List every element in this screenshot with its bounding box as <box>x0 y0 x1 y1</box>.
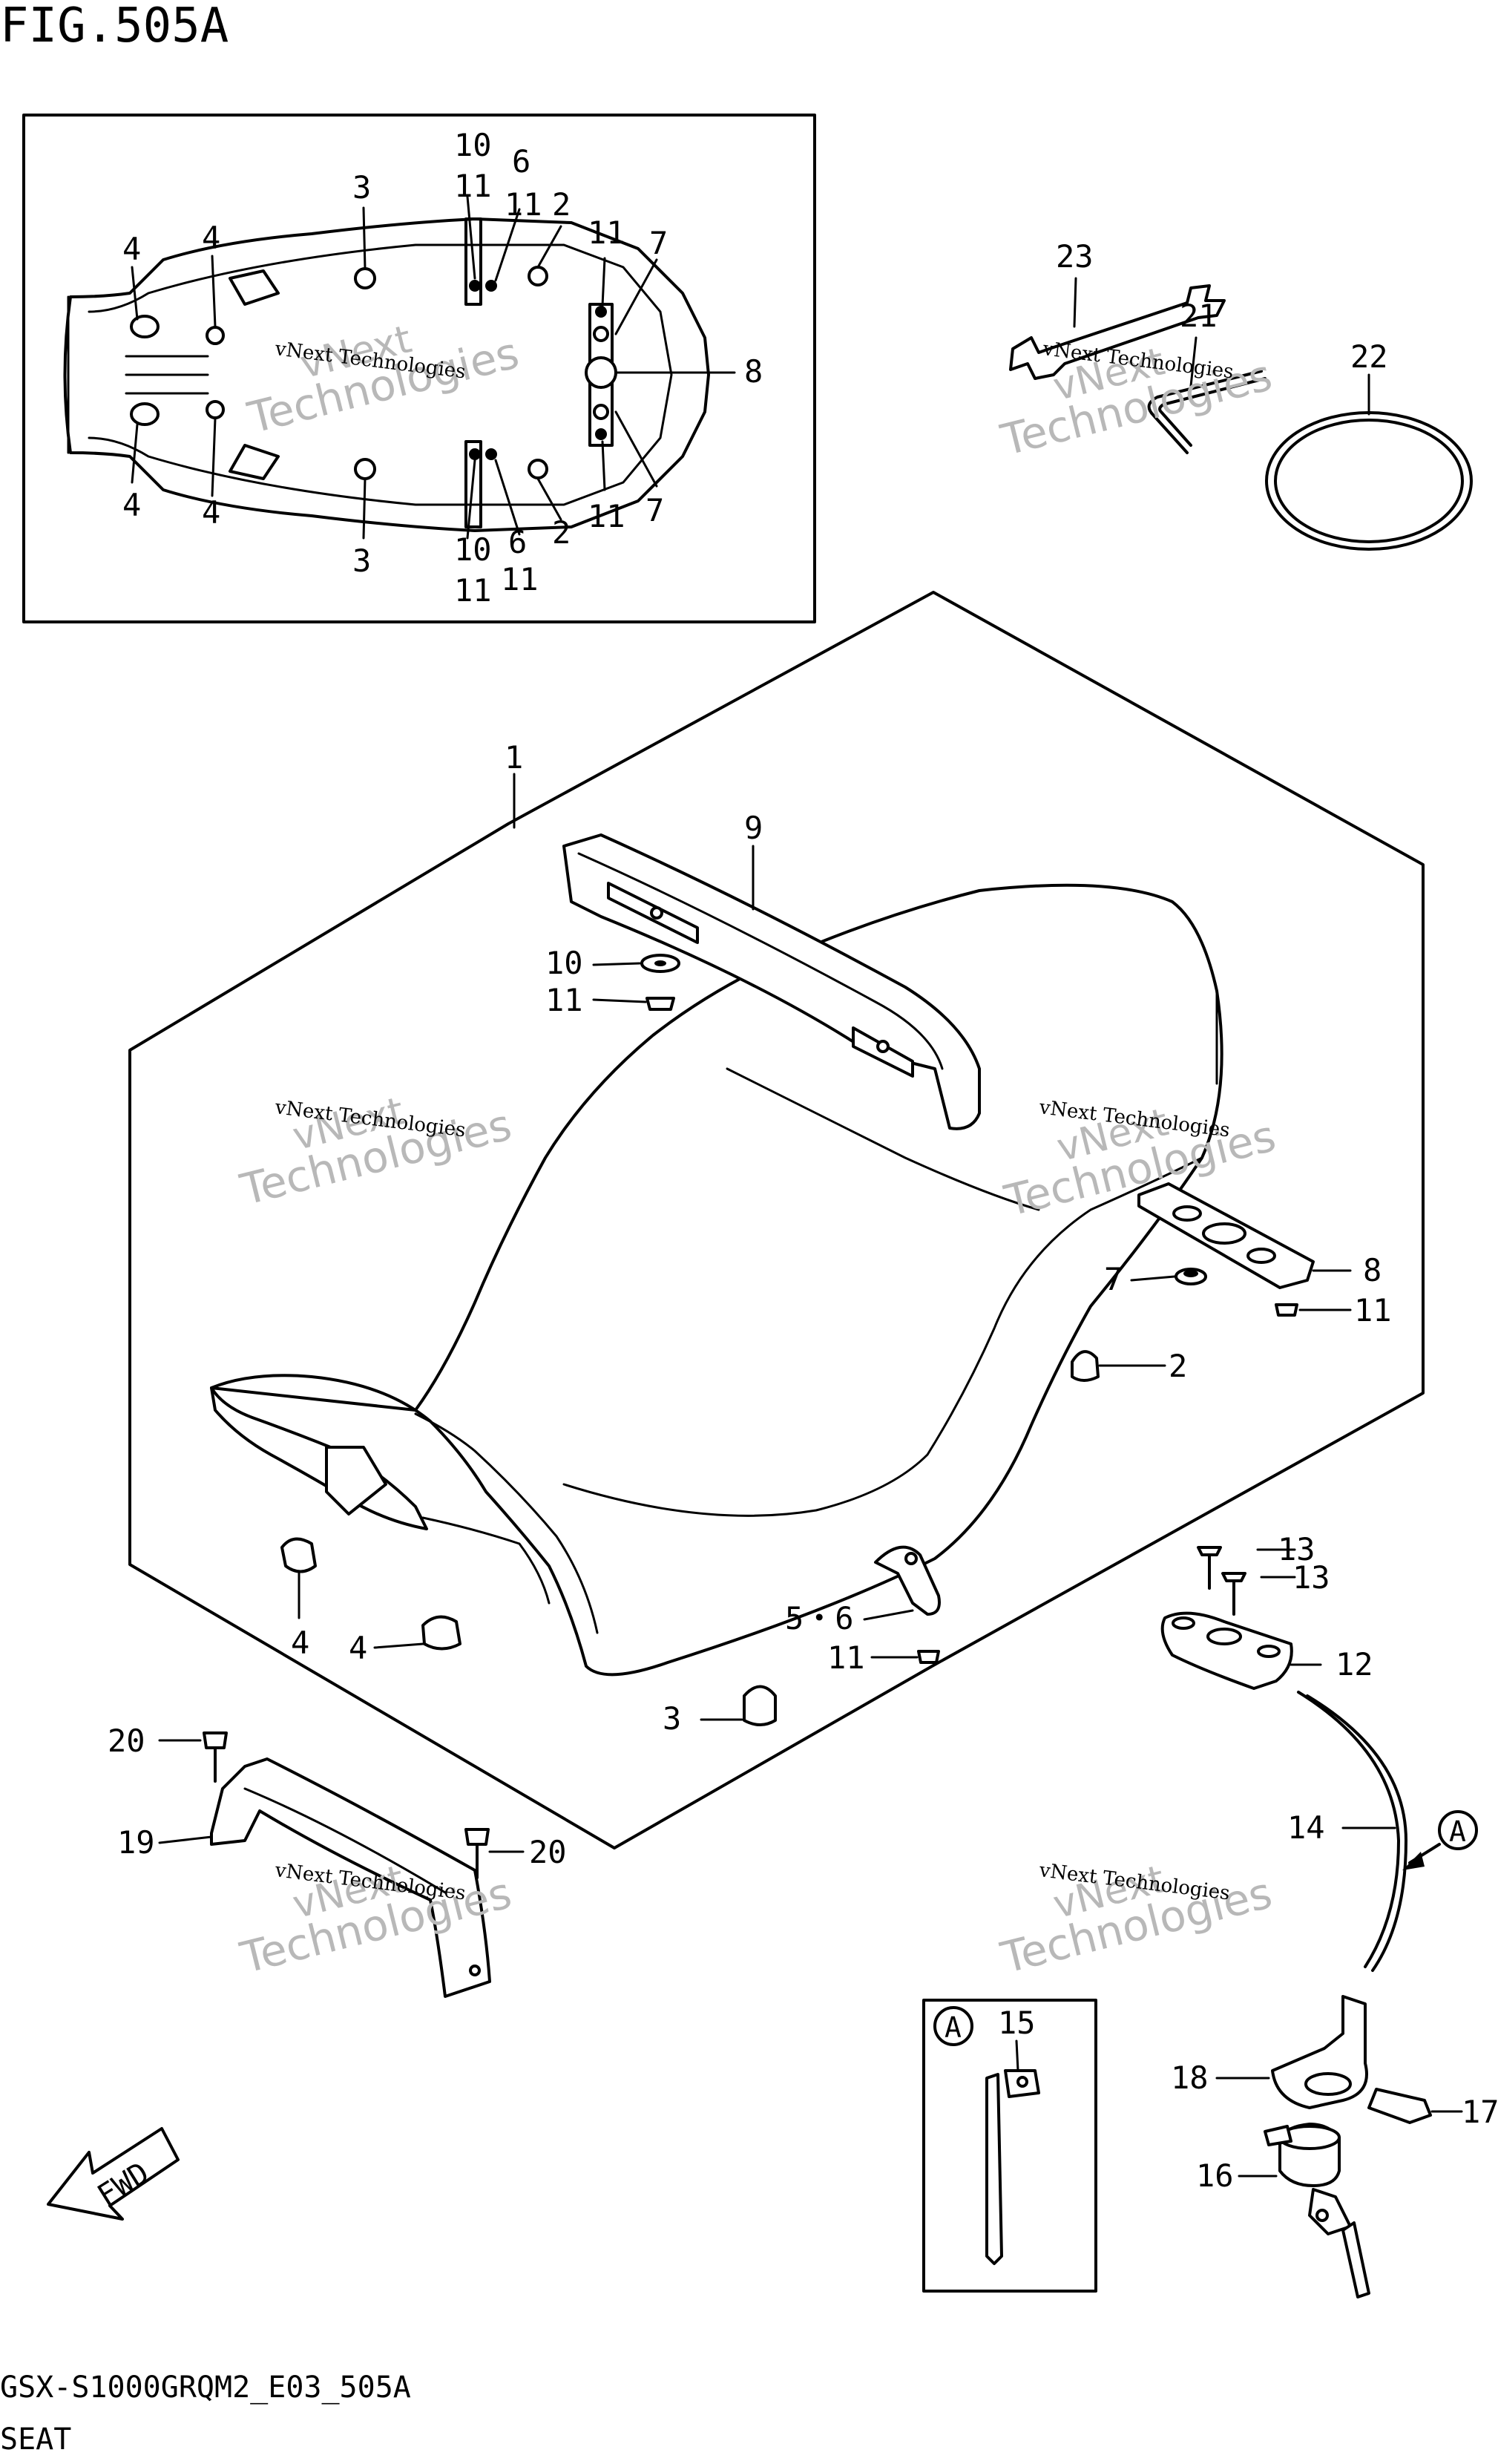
leader-lines <box>158 773 1463 2178</box>
seat-body <box>210 883 1223 1677</box>
inset-label-3-top: 3 <box>352 169 371 206</box>
bolt-20-a <box>203 1731 228 1749</box>
nut-11-a <box>645 997 675 1011</box>
inset-label-11-top-right: 11 <box>588 214 625 251</box>
spring-17 <box>1367 2088 1432 2124</box>
band-22 <box>1265 411 1473 551</box>
cable-14 <box>1297 1691 1400 1968</box>
footer-model-code: GSX-S1000GRQM2_E03_505A <box>0 2370 411 2405</box>
cushion-4-b <box>421 1615 461 1651</box>
ref-a-label: A <box>1449 1815 1466 1848</box>
inset-label-6-bottom: 6 <box>508 524 527 560</box>
inset-label-11-top-2: 11 <box>505 186 542 223</box>
callout-16: 16 <box>1196 2157 1234 2194</box>
plate-8 <box>1137 1182 1315 1317</box>
ref-a-marker <box>1438 1810 1478 1850</box>
cushion-3 <box>743 1685 777 1726</box>
nut-11-b <box>1275 1303 1298 1317</box>
inset-label-11-bottom-right: 11 <box>588 498 625 534</box>
inset-label-4-bottom-left: 4 <box>122 487 141 523</box>
inset-label-2-top: 2 <box>552 186 571 223</box>
hex-key-21 <box>1147 370 1263 454</box>
inset-label-10-top: 10 <box>454 127 492 163</box>
inset-label-4-top-left-2: 4 <box>202 220 220 256</box>
callout-12: 12 <box>1336 1646 1373 1682</box>
callout-20-b: 20 <box>529 1834 567 1870</box>
callout-1: 1 <box>505 739 523 776</box>
callout-19: 19 <box>117 1824 155 1861</box>
latch-assembly-12 <box>1160 1611 1293 1690</box>
callout-23: 23 <box>1056 238 1094 275</box>
wrench-23 <box>1009 284 1226 380</box>
callout-labels: 1 9 10 11 7 8 11 2 4 4 3 5・6 11 13 13 12… <box>108 238 1498 2194</box>
inset-seat-outline <box>63 217 710 532</box>
inset-label-4-bottom-left-2: 4 <box>202 494 220 531</box>
callout-11-b: 11 <box>1354 1292 1392 1328</box>
bumper-2 <box>1071 1350 1100 1382</box>
callout-2: 2 <box>1169 1348 1187 1384</box>
callout-17: 17 <box>1462 2094 1498 2130</box>
callout-8: 8 <box>1363 1252 1382 1288</box>
inset-label-3-bottom: 3 <box>352 543 371 579</box>
grab-handle-9 <box>562 833 981 1130</box>
inset-label-11-top: 11 <box>454 168 492 204</box>
screw-13-b <box>1221 1572 1246 1582</box>
seat-assembly <box>210 883 1223 1677</box>
inset-label-2-bottom: 2 <box>552 514 571 551</box>
watermark-6: vNext Technologies <box>996 1857 1277 1983</box>
screw-13-a <box>1197 1546 1222 1556</box>
callout-7: 7 <box>1104 1261 1123 1297</box>
bracket-5-6 <box>874 1545 941 1616</box>
cable-tie-15 <box>985 2073 1003 2265</box>
callout-13-a: 13 <box>1278 1531 1315 1567</box>
inset-label-7-bottom: 7 <box>645 492 664 528</box>
callout-3: 3 <box>663 1700 681 1737</box>
inset-label-4-top-left: 4 <box>122 231 141 267</box>
footer-section-name: SEAT <box>0 2422 71 2457</box>
callout-21: 21 <box>1180 298 1218 334</box>
assembly-hexagon <box>128 591 1425 1849</box>
inset-label-6-top: 6 <box>512 143 530 180</box>
inset-label-8: 8 <box>744 353 763 390</box>
tool-kit <box>1009 277 1473 551</box>
callout-4: 4 <box>291 1625 309 1661</box>
callout-14: 14 <box>1287 1809 1325 1846</box>
fwd-arrow-icon: FWD <box>47 2127 180 2221</box>
watermark-3: vNext Technologies <box>235 1089 516 1215</box>
inset-label-11-bottom-2: 11 <box>501 561 539 597</box>
callout-10: 10 <box>545 945 583 981</box>
callout-15: 15 <box>998 2005 1036 2041</box>
bolt-20-b <box>464 1828 490 1846</box>
callout-18: 18 <box>1171 2060 1209 2096</box>
lock-bracket-19 <box>210 1757 491 1998</box>
callout-13-b: 13 <box>1292 1559 1330 1596</box>
callout-9: 9 <box>744 810 763 846</box>
inset-frame <box>22 114 816 623</box>
callout-22: 22 <box>1350 338 1388 375</box>
detail-a-symbol: A <box>945 2011 962 2044</box>
nut-11-c <box>917 1650 940 1664</box>
inset-label-7-top: 7 <box>649 225 668 261</box>
cushion-4-a <box>280 1537 317 1573</box>
inset-label-10-bottom: 10 <box>454 531 492 568</box>
inset-label-11-bottom: 11 <box>454 572 492 609</box>
callout-5-6: 5・6 <box>785 1600 854 1636</box>
inset-top-view: 10 6 11 11 2 11 7 8 3 4 4 4 4 3 10 6 2 1… <box>22 114 816 623</box>
detail-a-box: A <box>922 1999 1097 2293</box>
key-lock-16 <box>1264 2123 1370 2298</box>
callout-11-c: 11 <box>827 1639 865 1676</box>
callout-11-a: 11 <box>545 982 583 1018</box>
callout-20-a: 20 <box>108 1723 145 1759</box>
callout-4-b: 4 <box>349 1630 367 1666</box>
figure-title: FIG.505A <box>0 0 229 53</box>
